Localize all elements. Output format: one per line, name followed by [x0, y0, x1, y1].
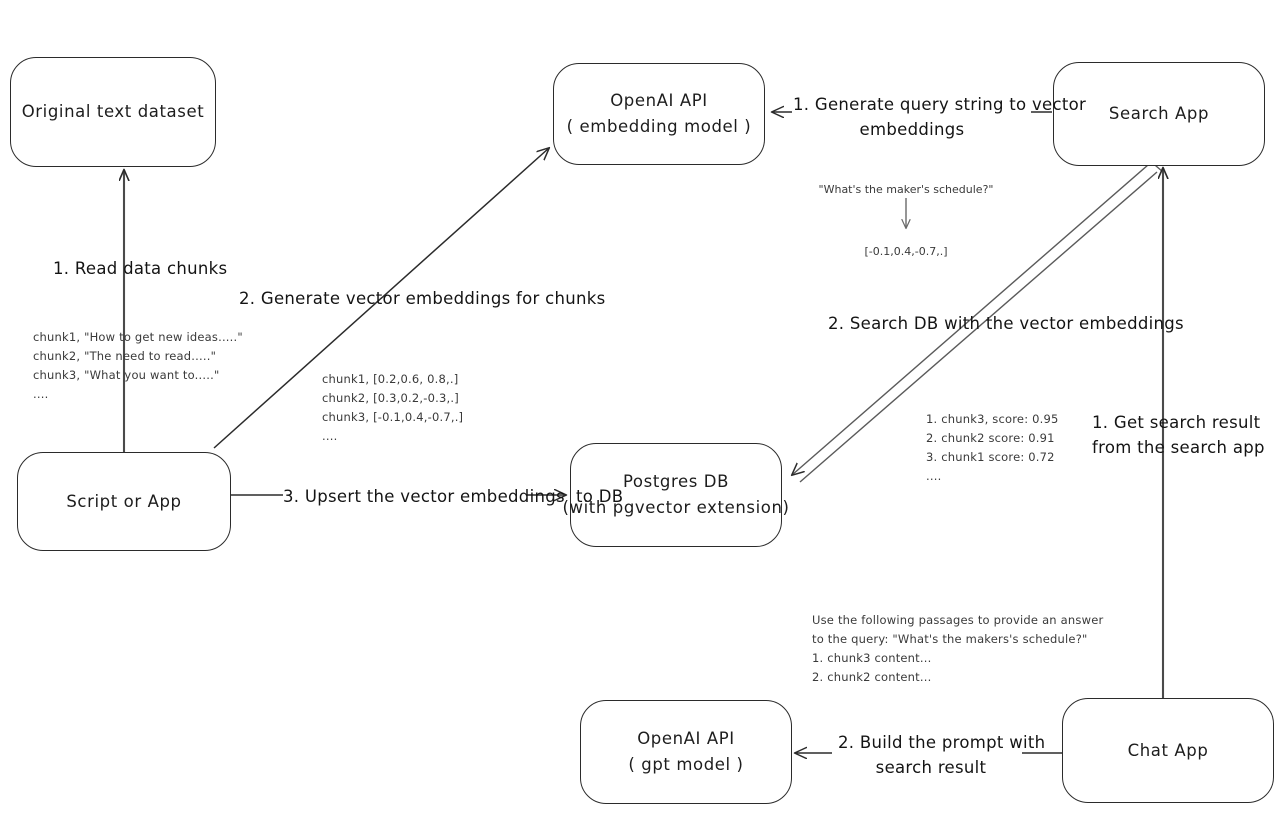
- note-query-vector-example: [-0.1,0.4,-0.7,.]: [864, 245, 948, 258]
- node-script-or-app[interactable]: Script or App: [17, 452, 231, 551]
- node-label: Script or App: [66, 491, 182, 511]
- edge-label-upsert-to-db: 3. Upsert the vector embeddings to DB: [283, 487, 624, 506]
- edge-script-to-openai-embedding: [213, 148, 549, 449]
- note-search-results: 1. chunk3, score: 0.95 2. chunk2 score: …: [926, 412, 1059, 483]
- edge-label-read-data-chunks: 1. Read data chunks: [53, 259, 228, 278]
- node-openai-api-gpt[interactable]: OpenAI API ( gpt model ): [580, 700, 792, 804]
- node-postgres-db[interactable]: Postgres DB (with pgvector extension): [562, 443, 789, 547]
- node-label-line2: ( gpt model ): [628, 755, 744, 774]
- node-search-app[interactable]: Search App: [1053, 62, 1265, 166]
- node-label-line2: (with pgvector extension): [562, 498, 790, 517]
- note-prompt-example: Use the following passages to provide an…: [812, 613, 1104, 684]
- node-original-text-dataset[interactable]: Original text dataset: [10, 57, 216, 167]
- node-label-line2: ( embedding model ): [566, 117, 752, 136]
- edge-label-build-prompt: 2. Build the prompt with search result: [838, 733, 1046, 777]
- node-label: Search App: [1108, 104, 1210, 123]
- node-chat-app[interactable]: Chat App: [1062, 698, 1274, 803]
- node-label-line1: Postgres DB: [622, 472, 730, 491]
- node-openai-api-embedding[interactable]: OpenAI API ( embedding model ): [553, 63, 765, 165]
- node-label-line1: OpenAI API: [637, 729, 735, 748]
- edge-label-generate-vector-embeddings: 2. Generate vector embeddings for chunks: [239, 289, 606, 308]
- note-raw-chunks: chunk1, "How to get new ideas....." chun…: [33, 330, 243, 401]
- node-label: Chat App: [1127, 740, 1209, 760]
- edge-label-search-db: 2. Search DB with the vector embeddings: [828, 314, 1184, 333]
- edge-label-generate-query-string: 1. Generate query string to vector embed…: [793, 95, 1087, 139]
- note-query-string-example: "What's the maker's schedule?": [818, 183, 994, 196]
- node-label: Original text dataset: [21, 102, 205, 121]
- edge-label-get-search-result: 1. Get search result from the search app: [1092, 413, 1265, 457]
- note-vector-chunks: chunk1, [0.2,0.6, 0.8,.] chunk2, [0.3,0.…: [322, 372, 464, 443]
- node-label-line1: OpenAI API: [610, 91, 708, 110]
